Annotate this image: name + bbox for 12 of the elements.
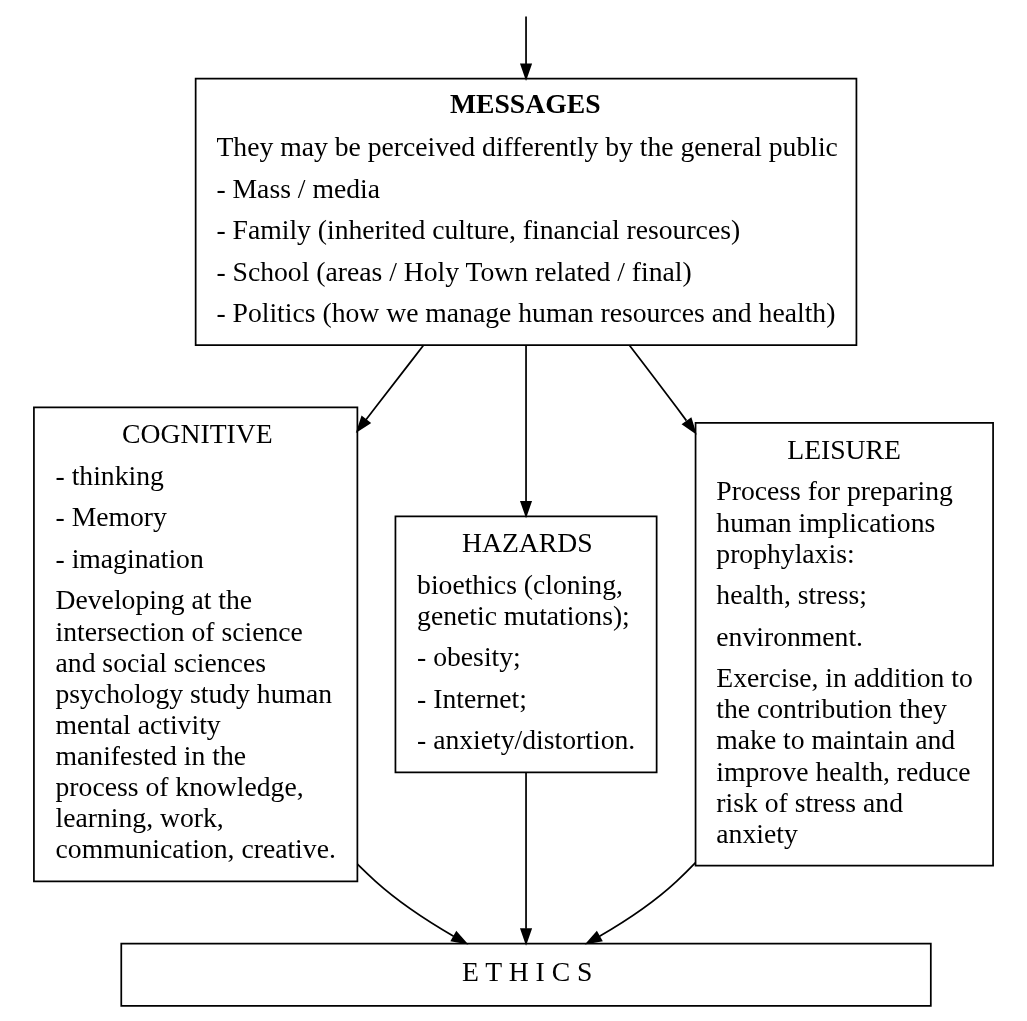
- arrow: [355, 344, 425, 433]
- node-box: LEISURE Process for preparing human implications prophylaxis: health, stress; environment. Exercise, in addition to the contribution they make to maintain and improve health, reduce risk of stress and anxiety: [694, 422, 994, 867]
- arrow: [520, 15, 533, 81]
- node-box: COGNITIVE - thinking - Memory - imagination Developing at the intersection of science and social sciences psychology study human mental activity manifested in the process of knowledge, learning, work, communication, creative.: [33, 406, 359, 883]
- arrow: [584, 861, 697, 945]
- arrow: [520, 771, 533, 946]
- arrow: [520, 344, 533, 519]
- node-box: HAZARDS bioethics (cloning, genetic mutations); - obesity; - Internet; - anxiety/distortion.: [394, 515, 658, 774]
- node-box: MESSAGES They may be perceived differently by the general public - Mass / media - Family (inherited culture, financial resources) - School (areas / Holy Town related / final) - Politics (how we manage human resources and health): [194, 77, 858, 346]
- arrow: [628, 344, 697, 435]
- arrow: [356, 863, 469, 945]
- node-box: E T H I C S: [120, 942, 932, 1007]
